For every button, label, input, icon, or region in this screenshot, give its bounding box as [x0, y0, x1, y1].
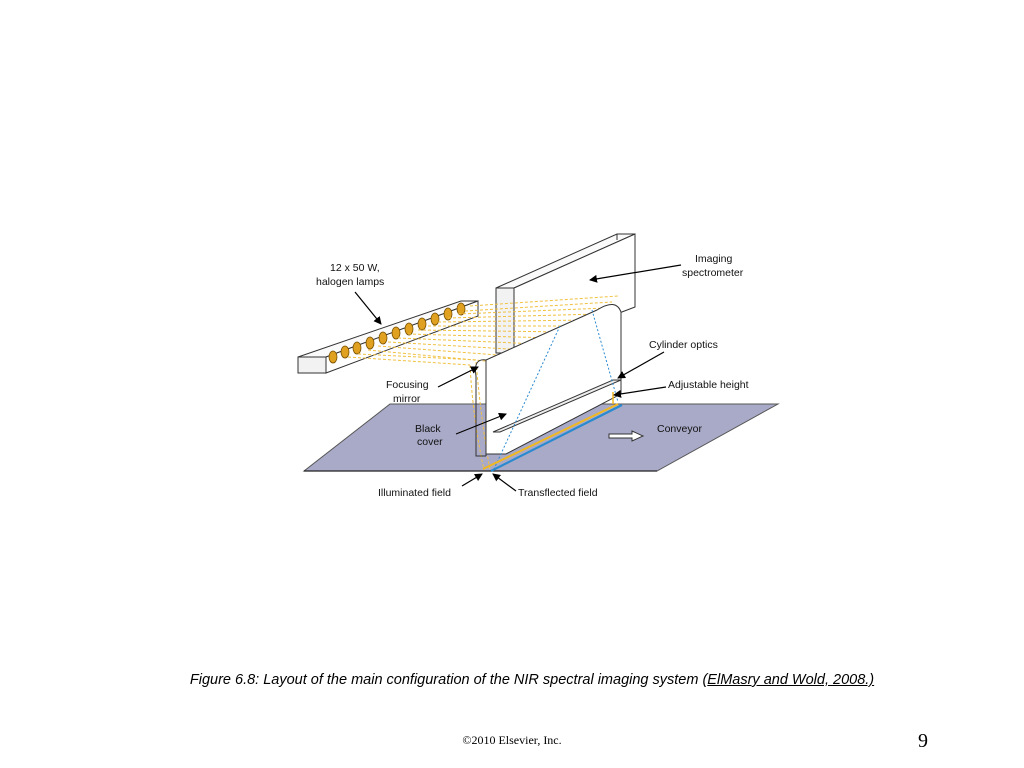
arrow-cylinder-optics	[617, 351, 665, 379]
transflected-field-strip	[490, 404, 623, 472]
label-conveyor: Conveyor	[657, 423, 702, 435]
caption-text: Figure 6.8: Layout of the main configura…	[189, 672, 708, 688]
label-adjustable-height: Adjustable height	[668, 379, 749, 391]
cylinder-optics	[492, 379, 622, 433]
label-lamps-line1: 12 x 50 W,	[330, 262, 380, 274]
copyright-footer: ©2010 Elsevier, Inc.	[462, 733, 562, 747]
label-focusing-line2: mirror	[393, 393, 421, 405]
reflected-rays	[469, 361, 491, 471]
arrow-lamps	[354, 291, 382, 325]
label-spectrometer-line2: spectrometer	[682, 267, 744, 279]
label-black-cover-line1: Black	[415, 423, 441, 435]
caption-reference-link[interactable]: ElMasry and Wold, 2008.)	[707, 672, 875, 688]
label-illuminated-field: Illuminated field	[378, 487, 451, 499]
arrow-black-cover	[455, 412, 507, 435]
arrow-illuminated-field	[461, 473, 483, 487]
label-cylinder-optics: Cylinder optics	[649, 339, 718, 351]
page-number: 9	[918, 730, 928, 752]
label-black-cover-line2: cover	[417, 436, 443, 448]
label-spectrometer-line1: Imaging	[695, 253, 733, 265]
halogen-lamps	[328, 302, 466, 364]
arrow-focusing-mirror	[437, 366, 479, 388]
label-lamps-line2: halogen lamps	[316, 276, 384, 288]
arrow-spectrometer	[589, 264, 682, 283]
light-rays	[347, 295, 619, 366]
arrow-adjustable-height	[613, 386, 667, 398]
label-focusing-line1: Focusing	[386, 379, 429, 391]
label-transflected-field: Transflected field	[518, 487, 598, 499]
arrow-transflected-field	[492, 473, 517, 492]
focusing-mirror-cover	[475, 304, 622, 457]
illuminated-field-strip	[482, 403, 619, 470]
conveyor-direction-arrow	[608, 430, 645, 442]
figure-caption: Figure 6.8: Layout of the main configura…	[0, 672, 1024, 688]
